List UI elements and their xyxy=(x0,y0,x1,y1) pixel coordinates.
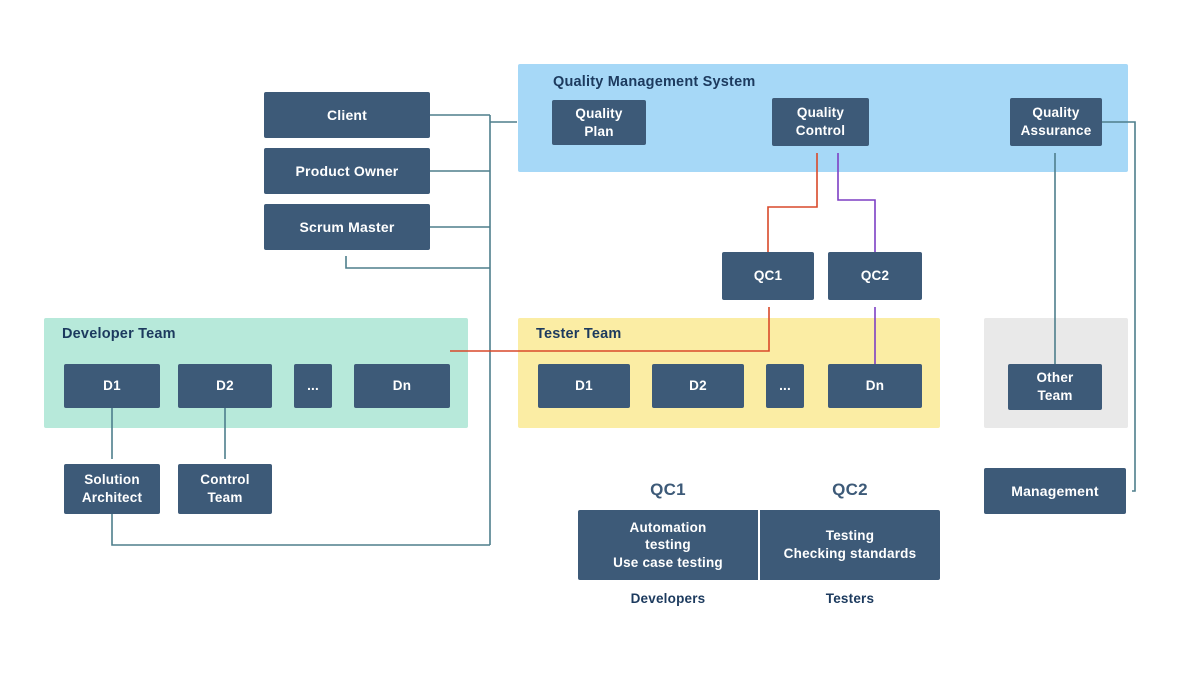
legend-qc1-caption: Developers xyxy=(630,591,706,606)
qa-to-management-arrow xyxy=(1102,121,1136,492)
solution-architect-box: Solution Architect xyxy=(64,464,160,514)
solution-architect-to-bus xyxy=(111,514,490,546)
tester-member-d1: D1 xyxy=(538,364,630,408)
legend-qc2-cell: Testing Checking standards xyxy=(760,510,940,580)
developer-team-title: Developer Team xyxy=(62,326,176,342)
qc1-box: QC1 xyxy=(722,252,814,300)
product-owner-box: Product Owner xyxy=(264,148,430,194)
legend-qc1-heading: QC1 xyxy=(650,480,686,499)
client-box: Client xyxy=(264,92,430,138)
dev-member-dn: Dn xyxy=(354,364,450,408)
legend-qc1-cell: Automation testing Use case testing xyxy=(578,510,758,580)
tester-member-ellipsis: ... xyxy=(766,364,804,408)
dev-member-ellipsis: ... xyxy=(294,364,332,408)
quality-assurance-box: Quality Assurance xyxy=(1010,98,1102,146)
legend-qc2-caption: Testers xyxy=(825,591,875,606)
quality-control-box: Quality Control xyxy=(772,98,869,146)
tester-team-title: Tester Team xyxy=(536,326,622,342)
legend-qc2-heading: QC2 xyxy=(832,480,868,499)
quality-plan-box: Quality Plan xyxy=(552,100,646,145)
management-box: Management xyxy=(984,468,1126,514)
qc2-box: QC2 xyxy=(828,252,922,300)
scrum-master-box: Scrum Master xyxy=(264,204,430,250)
control-team-box: Control Team xyxy=(178,464,272,514)
dev-member-d2: D2 xyxy=(178,364,272,408)
qms-title: Quality Management System xyxy=(553,74,756,90)
tester-member-dn: Dn xyxy=(828,364,922,408)
dev-member-d1: D1 xyxy=(64,364,160,408)
tester-member-d2: D2 xyxy=(652,364,744,408)
other-team-box: Other Team xyxy=(1008,364,1102,410)
bus-to-scrum-master-arrow xyxy=(345,256,490,269)
